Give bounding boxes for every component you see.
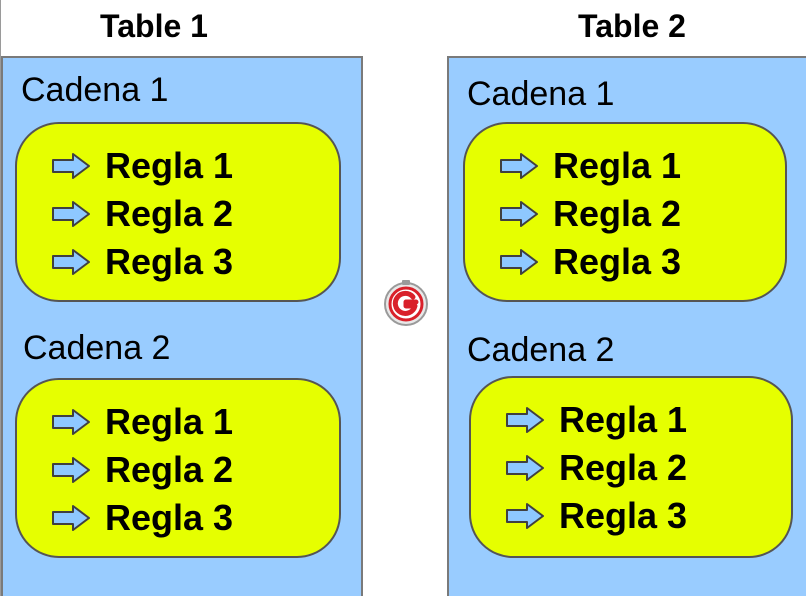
arrow-right-icon bbox=[506, 407, 544, 433]
rule-item: Regla 1 bbox=[51, 400, 233, 444]
rule-item: Regla 1 bbox=[499, 144, 681, 188]
table-1-chain-1-rules: Regla 1 Regla 2 Regla 3 bbox=[15, 122, 341, 302]
table-2-chain-1-rules: Regla 1 Regla 2 Regla 3 bbox=[463, 122, 787, 302]
rule-label: Regla 1 bbox=[553, 145, 682, 186]
table-1-chain-1-label: Cadena 1 bbox=[21, 71, 169, 109]
g-logo-icon bbox=[384, 280, 428, 326]
rule-item: Regla 2 bbox=[51, 448, 233, 492]
table-2-chain-2-rules: Regla 1 Regla 2 Regla 3 bbox=[469, 376, 793, 558]
table-1-title: Table 1 bbox=[100, 8, 208, 44]
rule-label: Regla 3 bbox=[105, 241, 234, 282]
rule-item: Regla 2 bbox=[51, 192, 233, 236]
table-2-chain-2-label: Cadena 2 bbox=[467, 331, 615, 369]
rule-item: Regla 3 bbox=[499, 240, 681, 284]
rule-item: Regla 3 bbox=[505, 494, 687, 538]
arrow-right-icon bbox=[52, 505, 90, 531]
arrow-right-icon bbox=[506, 503, 544, 529]
arrow-right-icon bbox=[52, 409, 90, 435]
table-2-panel: Cadena 1 Regla 1 Regla 2 Regla 3 Cadena … bbox=[447, 56, 806, 596]
rule-label: Regla 3 bbox=[559, 495, 688, 536]
rule-item: Regla 2 bbox=[499, 192, 681, 236]
rule-label: Regla 2 bbox=[105, 449, 234, 490]
table-1-chain-2-label: Cadena 2 bbox=[23, 329, 171, 367]
arrow-right-icon bbox=[500, 249, 538, 275]
rule-label: Regla 2 bbox=[553, 193, 682, 234]
rule-label: Regla 1 bbox=[105, 145, 234, 186]
table-2-chain-1-label: Cadena 1 bbox=[467, 75, 615, 113]
rule-item: Regla 3 bbox=[51, 496, 233, 540]
arrow-right-icon bbox=[500, 153, 538, 179]
table-1-panel: Cadena 1 Regla 1 Regla 2 Regla 3 Cadena … bbox=[1, 56, 363, 596]
table-1-chain-2-rules: Regla 1 Regla 2 Regla 3 bbox=[15, 378, 341, 558]
arrow-right-icon bbox=[506, 455, 544, 481]
arrow-right-icon bbox=[52, 249, 90, 275]
rule-label: Regla 2 bbox=[105, 193, 234, 234]
arrow-right-icon bbox=[52, 153, 90, 179]
arrow-right-icon bbox=[52, 201, 90, 227]
rule-label: Regla 2 bbox=[559, 447, 688, 488]
table-2-title: Table 2 bbox=[578, 8, 686, 44]
rule-item: Regla 1 bbox=[505, 398, 687, 442]
rule-label: Regla 1 bbox=[105, 401, 234, 442]
rule-label: Regla 1 bbox=[559, 399, 688, 440]
rule-label: Regla 3 bbox=[553, 241, 682, 282]
rule-item: Regla 1 bbox=[51, 144, 233, 188]
rule-item: Regla 3 bbox=[51, 240, 233, 284]
rule-label: Regla 3 bbox=[105, 497, 234, 538]
arrow-right-icon bbox=[52, 457, 90, 483]
arrow-right-icon bbox=[500, 201, 538, 227]
rule-item: Regla 2 bbox=[505, 446, 687, 490]
